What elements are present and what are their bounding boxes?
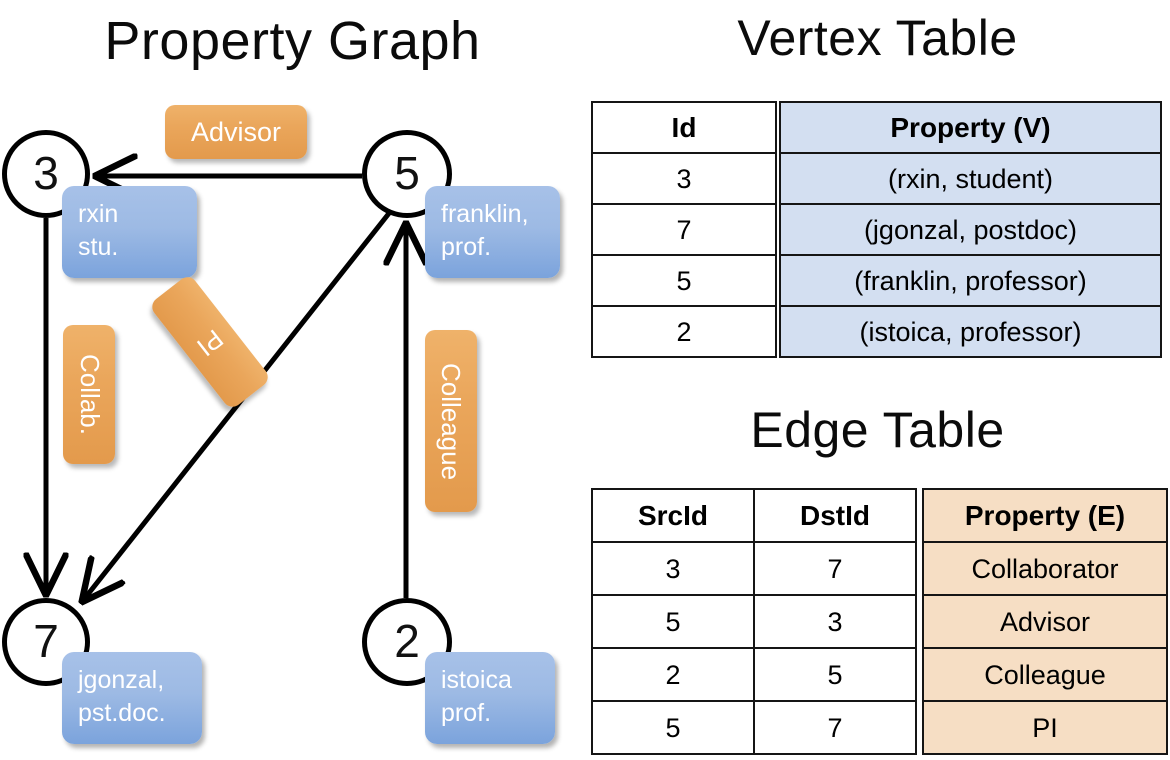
table-row: Colleague (922, 647, 1168, 702)
vertex-table-cell-property: (franklin, professor) (779, 254, 1162, 307)
edge-table-cell-dst: 3 (753, 594, 917, 649)
edge-table-cell-property: PI (922, 700, 1168, 755)
edge-table-cell-property: Colleague (922, 647, 1168, 702)
edge-table-cell-src: 3 (591, 541, 755, 596)
edge-table-cell-dst: 5 (753, 647, 917, 702)
edge-table-cell-dst: 7 (753, 541, 917, 596)
edge-table-cell-src: 2 (591, 647, 755, 702)
vertex-property-5-line1: franklin, (441, 200, 529, 228)
vertex-table-cell-id: 2 (591, 305, 777, 358)
table-row: (jgonzal, postdoc) (779, 203, 1162, 256)
edge-label-colleague: Colleague (425, 330, 477, 512)
vertex-property-2-line1: istoica (441, 666, 512, 694)
property-graph-panel: Property Graph 3 5 7 2 rxin stu. frankli… (2, 11, 560, 744)
table-header-row: Property (V) (779, 101, 1162, 154)
edge-table-cell-src: 5 (591, 594, 755, 649)
table-row: 5 7 (591, 700, 917, 755)
graph-node-5[interactable]: 5 (362, 130, 452, 218)
page-title-edge-table: Edge Table (750, 402, 1005, 458)
vertex-table-cell-property: (rxin, student) (779, 152, 1162, 205)
table-row: (istoica, professor) (779, 305, 1162, 358)
table-row: 5 (591, 254, 777, 307)
graph-node-7-label: 7 (33, 615, 59, 667)
graph-node-3-label: 3 (33, 147, 59, 199)
edge-table-cell-src: 5 (591, 700, 755, 755)
edge-label-pi-text: PI (191, 323, 230, 362)
vertex-property-box-2: istoica prof. (425, 652, 555, 744)
vertex-table-header-id: Id (591, 101, 777, 154)
table-row: 3 (591, 152, 777, 205)
table-row: (franklin, professor) (779, 254, 1162, 307)
vertex-property-box-5: franklin, prof. (425, 186, 560, 278)
vertex-property-3-line1: rxin (78, 200, 119, 228)
vertex-property-2-line2: prof. (441, 699, 492, 727)
table-row: 5 3 (591, 594, 917, 649)
edge-label-colleague-text: Colleague (436, 362, 467, 480)
table-row: 3 7 (591, 541, 917, 596)
page-title-property-graph: Property Graph (104, 11, 481, 71)
graph-node-2-label: 2 (394, 615, 420, 667)
table-row: 2 (591, 305, 777, 358)
edge-label-collab: Collab. (63, 325, 115, 464)
edge-table-cell-property: Advisor (922, 594, 1168, 649)
vertex-table-id-column: Id 3 7 5 2 (591, 101, 777, 358)
graph-node-2[interactable]: 2 (362, 598, 452, 686)
table-header-row: Id (591, 101, 777, 154)
table-row: Advisor (922, 594, 1168, 649)
vertex-property-3-line2: stu. (78, 233, 119, 261)
vertex-property-7-line2: pst.doc. (78, 699, 166, 727)
vertex-table-cell-property: (jgonzal, postdoc) (779, 203, 1162, 256)
table-row: Collaborator (922, 541, 1168, 596)
vertex-table-header-property: Property (V) (779, 101, 1162, 154)
table-row: 7 (591, 203, 777, 256)
vertex-table-cell-property: (istoica, professor) (779, 305, 1162, 358)
vertex-property-7-line1: jgonzal, (78, 666, 165, 694)
edge-table-header-property: Property (E) (922, 488, 1168, 543)
graph-node-5-label: 5 (394, 147, 420, 199)
table-header-row: SrcId DstId (591, 488, 917, 543)
page-title-vertex-table: Vertex Table (737, 10, 1018, 66)
edge-table-src-dst-columns: SrcId DstId 3 7 5 3 2 5 5 7 (591, 488, 917, 755)
table-row: 2 5 (591, 647, 917, 702)
edge-table-header-dstid: DstId (753, 488, 917, 543)
table-row: (rxin, student) (779, 152, 1162, 205)
edge-table-cell-dst: 7 (753, 700, 917, 755)
edge-table-cell-property: Collaborator (922, 541, 1168, 596)
edge-label-advisor-text: Advisor (190, 116, 282, 147)
table-header-row: Property (E) (922, 488, 1168, 543)
table-row: PI (922, 700, 1168, 755)
vertex-table-cell-id: 7 (591, 203, 777, 256)
vertex-property-5-line2: prof. (441, 233, 492, 261)
vertex-table-property-column: Property (V) (rxin, student) (jgonzal, p… (779, 101, 1162, 358)
vertex-table-cell-id: 5 (591, 254, 777, 307)
vertex-property-box-7: jgonzal, pst.doc. (62, 652, 202, 744)
edge-table-header-srcid: SrcId (591, 488, 755, 543)
edge-label-advisor: Advisor (165, 105, 307, 159)
edge-label-collab-text: Collab. (74, 354, 105, 435)
vertex-table-cell-id: 3 (591, 152, 777, 205)
vertex-property-box-3: rxin stu. (62, 186, 197, 278)
edge-table-property-column: Property (E) Collaborator Advisor Collea… (922, 488, 1168, 755)
